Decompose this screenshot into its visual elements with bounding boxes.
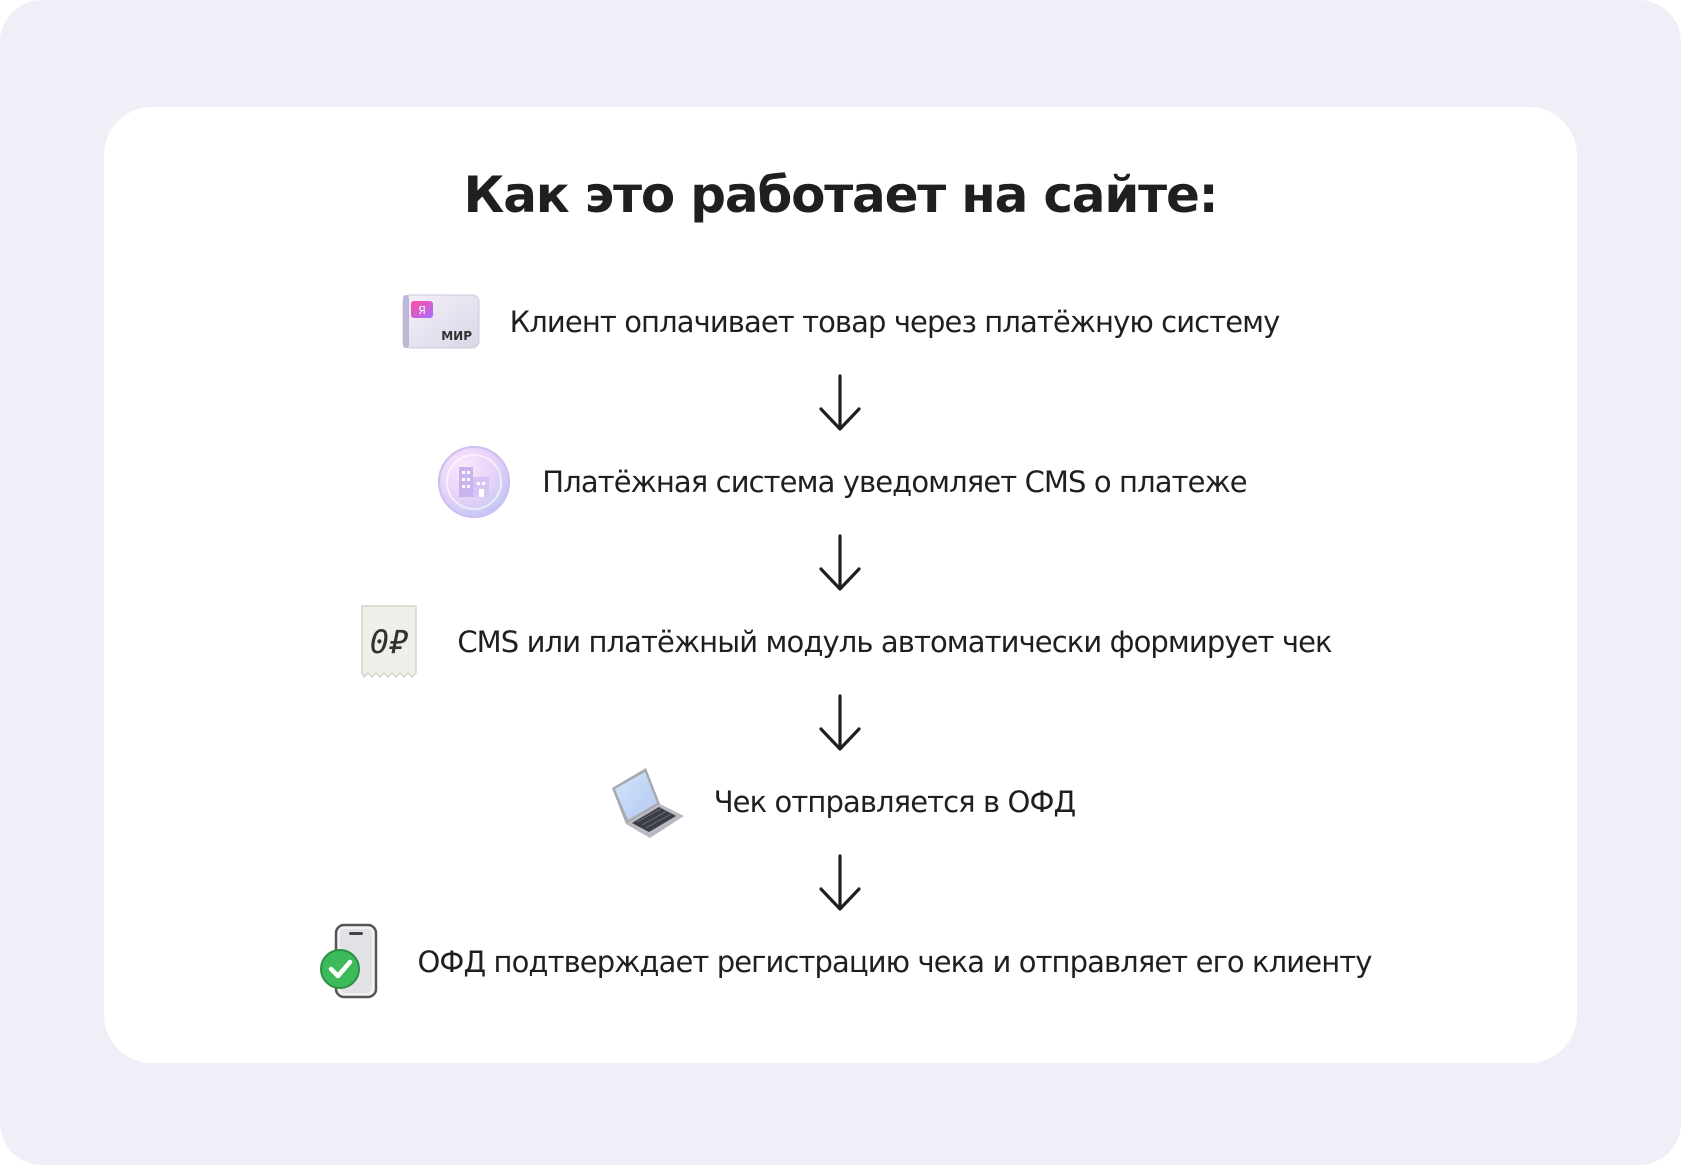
step-label: CMS или платёжный модуль автоматически ф… [457,625,1332,659]
arrow-down-icon [819,854,861,911]
laptop-icon [606,762,686,842]
payment-card-icon: Я МИР [402,282,482,362]
step-label: Платёжная система уведомляет CMS о плате… [542,465,1247,499]
page-title: Как это работает на сайте: [463,166,1219,224]
flow-step-1: Я МИР Клиент оплачивает товар через плат… [0,282,1681,362]
receipt-icon: 0₽ [349,602,429,682]
step-label: Чек отправляется в ОФД [713,785,1077,819]
step-label: Клиент оплачивает товар через платёжную … [509,305,1281,339]
bank-coin-icon [434,442,514,522]
arrow-down-icon [819,534,861,591]
receipt-amount-text: 0₽ [370,623,409,661]
phone-check-icon [309,922,389,1002]
flow-step-3: 0₽ CMS или платёжный модуль автоматическ… [0,602,1681,682]
card-brand-text: МИР [441,329,472,343]
step-label: ОФД подтверждает регистрацию чека и отпр… [417,945,1372,979]
arrow-down-icon [819,694,861,751]
flow-step-5: ОФД подтверждает регистрацию чека и отпр… [0,922,1681,1002]
flow-step-4: Чек отправляется в ОФД [0,762,1681,842]
flow-step-2: Платёжная система уведомляет CMS о плате… [0,442,1681,522]
card-badge-text: Я [418,304,426,317]
arrow-down-icon [819,374,861,431]
